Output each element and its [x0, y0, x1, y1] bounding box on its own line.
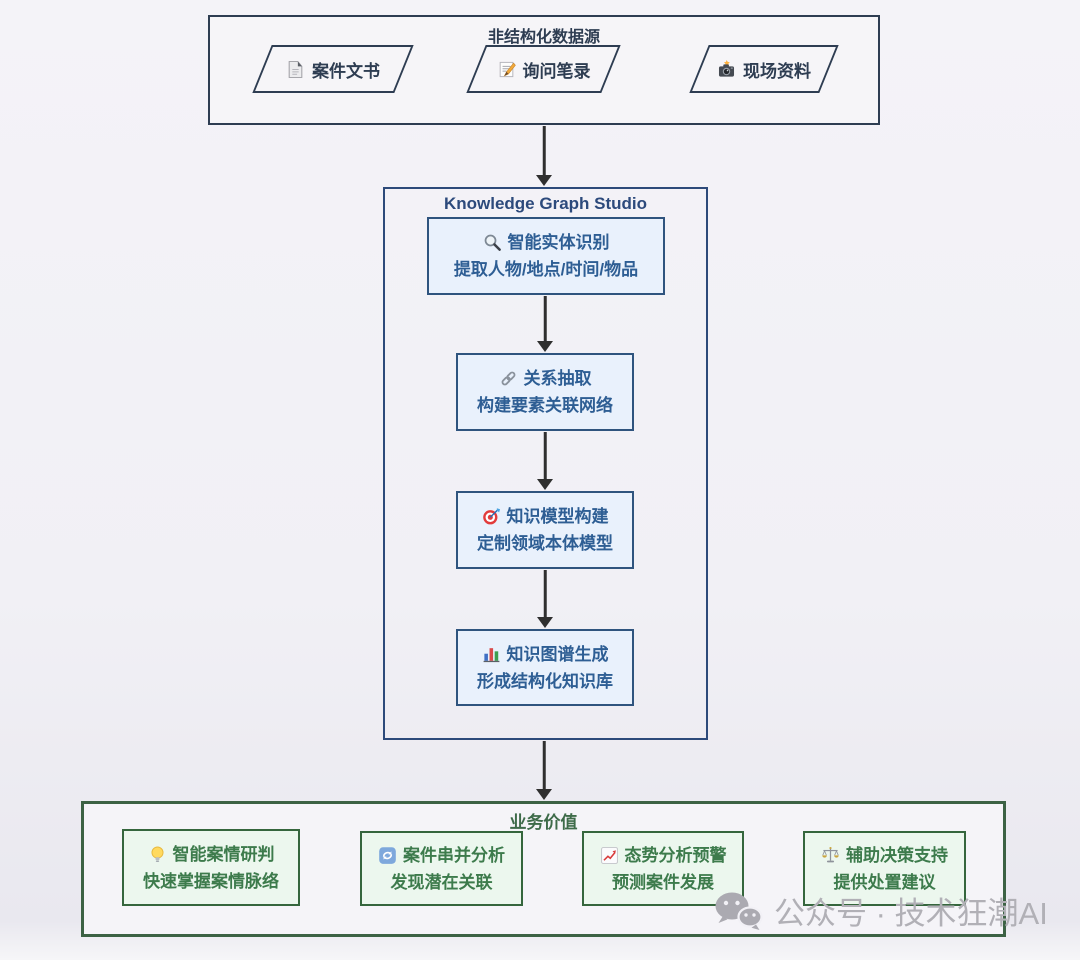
bulb-icon [148, 845, 167, 864]
sources-group-title: 非结构化数据源 [487, 29, 600, 46]
step-node-relation-extraction: 关系抽取 构建要素关联网络 [456, 353, 634, 431]
value-node-case-linking: 案件串并分析 发现潜在关联 [360, 831, 523, 906]
link-icon [499, 369, 518, 388]
source-node-interview-records: 询问笔录 [466, 45, 621, 93]
step-node-subtitle: 形成结构化知识库 [477, 671, 613, 691]
flow-arrow-step3-step4 [536, 570, 554, 628]
watermark-text: 公众号 · 技术狂潮AI [774, 896, 1048, 931]
source-node-label: 现场资料 [743, 61, 811, 81]
value-node-title: 辅助决策支持 [846, 845, 948, 865]
studio-group-title: Knowledge Graph Studio [443, 194, 648, 213]
step-node-graph-generation: 知识图谱生成 形成结构化知识库 [456, 629, 634, 706]
step-node-subtitle: 构建要素关联网络 [477, 396, 613, 415]
step-node-title: 关系抽取 [523, 369, 592, 388]
studio-group: Knowledge Graph Studio [383, 187, 708, 740]
flow-arrow-step2-step3 [536, 432, 554, 490]
value-node-title: 态势分析预警 [624, 845, 727, 865]
wechat-icon [712, 889, 764, 933]
trend-icon [600, 846, 619, 865]
source-node-label: 询问笔录 [522, 61, 591, 81]
value-node-decision-support: 辅助决策支持 提供处置建议 [803, 831, 966, 906]
flow-arrow-studio-to-value [535, 741, 553, 800]
document-icon [286, 60, 305, 79]
bar-chart-icon [482, 645, 501, 664]
step-node-title: 智能实体识别 [507, 233, 610, 252]
step-node-subtitle: 定制领域本体模型 [477, 534, 613, 553]
value-node-title: 案件串并分析 [403, 845, 505, 865]
value-node-case-analysis: 智能案情研判 快速掌握案情脉络 [122, 829, 300, 906]
flow-arrow-sources-to-studio [535, 126, 553, 186]
step-node-subtitle: 提取人物/地点/时间/物品 [453, 260, 639, 279]
value-node-subtitle: 发现潜在关联 [390, 872, 493, 892]
value-group-title: 业务价值 [509, 813, 578, 832]
value-node-subtitle: 预测案件发展 [612, 872, 714, 892]
value-node-subtitle: 提供处置建议 [833, 872, 936, 892]
watermark: 公众号 · 技术狂潮AI [712, 888, 1048, 933]
step-node-title: 知识模型构建 [506, 507, 609, 526]
target-icon [482, 507, 501, 526]
source-node-case-documents: 案件文书 [252, 45, 414, 93]
step-node-title: 知识图谱生成 [506, 644, 609, 664]
camera-icon [717, 59, 736, 79]
scale-icon [821, 846, 840, 865]
value-node-trend-warning: 态势分析预警 预测案件发展 [582, 831, 744, 906]
magnifier-icon [483, 233, 502, 252]
flow-arrow-step1-step2 [536, 296, 554, 352]
step-node-entity-recognition: 智能实体识别 提取人物/地点/时间/物品 [427, 217, 665, 295]
value-node-title: 智能案情研判 [172, 844, 275, 864]
refresh-icon [378, 846, 397, 865]
memo-icon [497, 60, 516, 79]
source-node-scene-materials: 现场资料 [689, 45, 839, 93]
step-node-model-building: 知识模型构建 定制领域本体模型 [456, 491, 634, 569]
value-node-subtitle: 快速掌握案情脉络 [143, 871, 279, 891]
source-node-label: 案件文书 [312, 61, 380, 81]
